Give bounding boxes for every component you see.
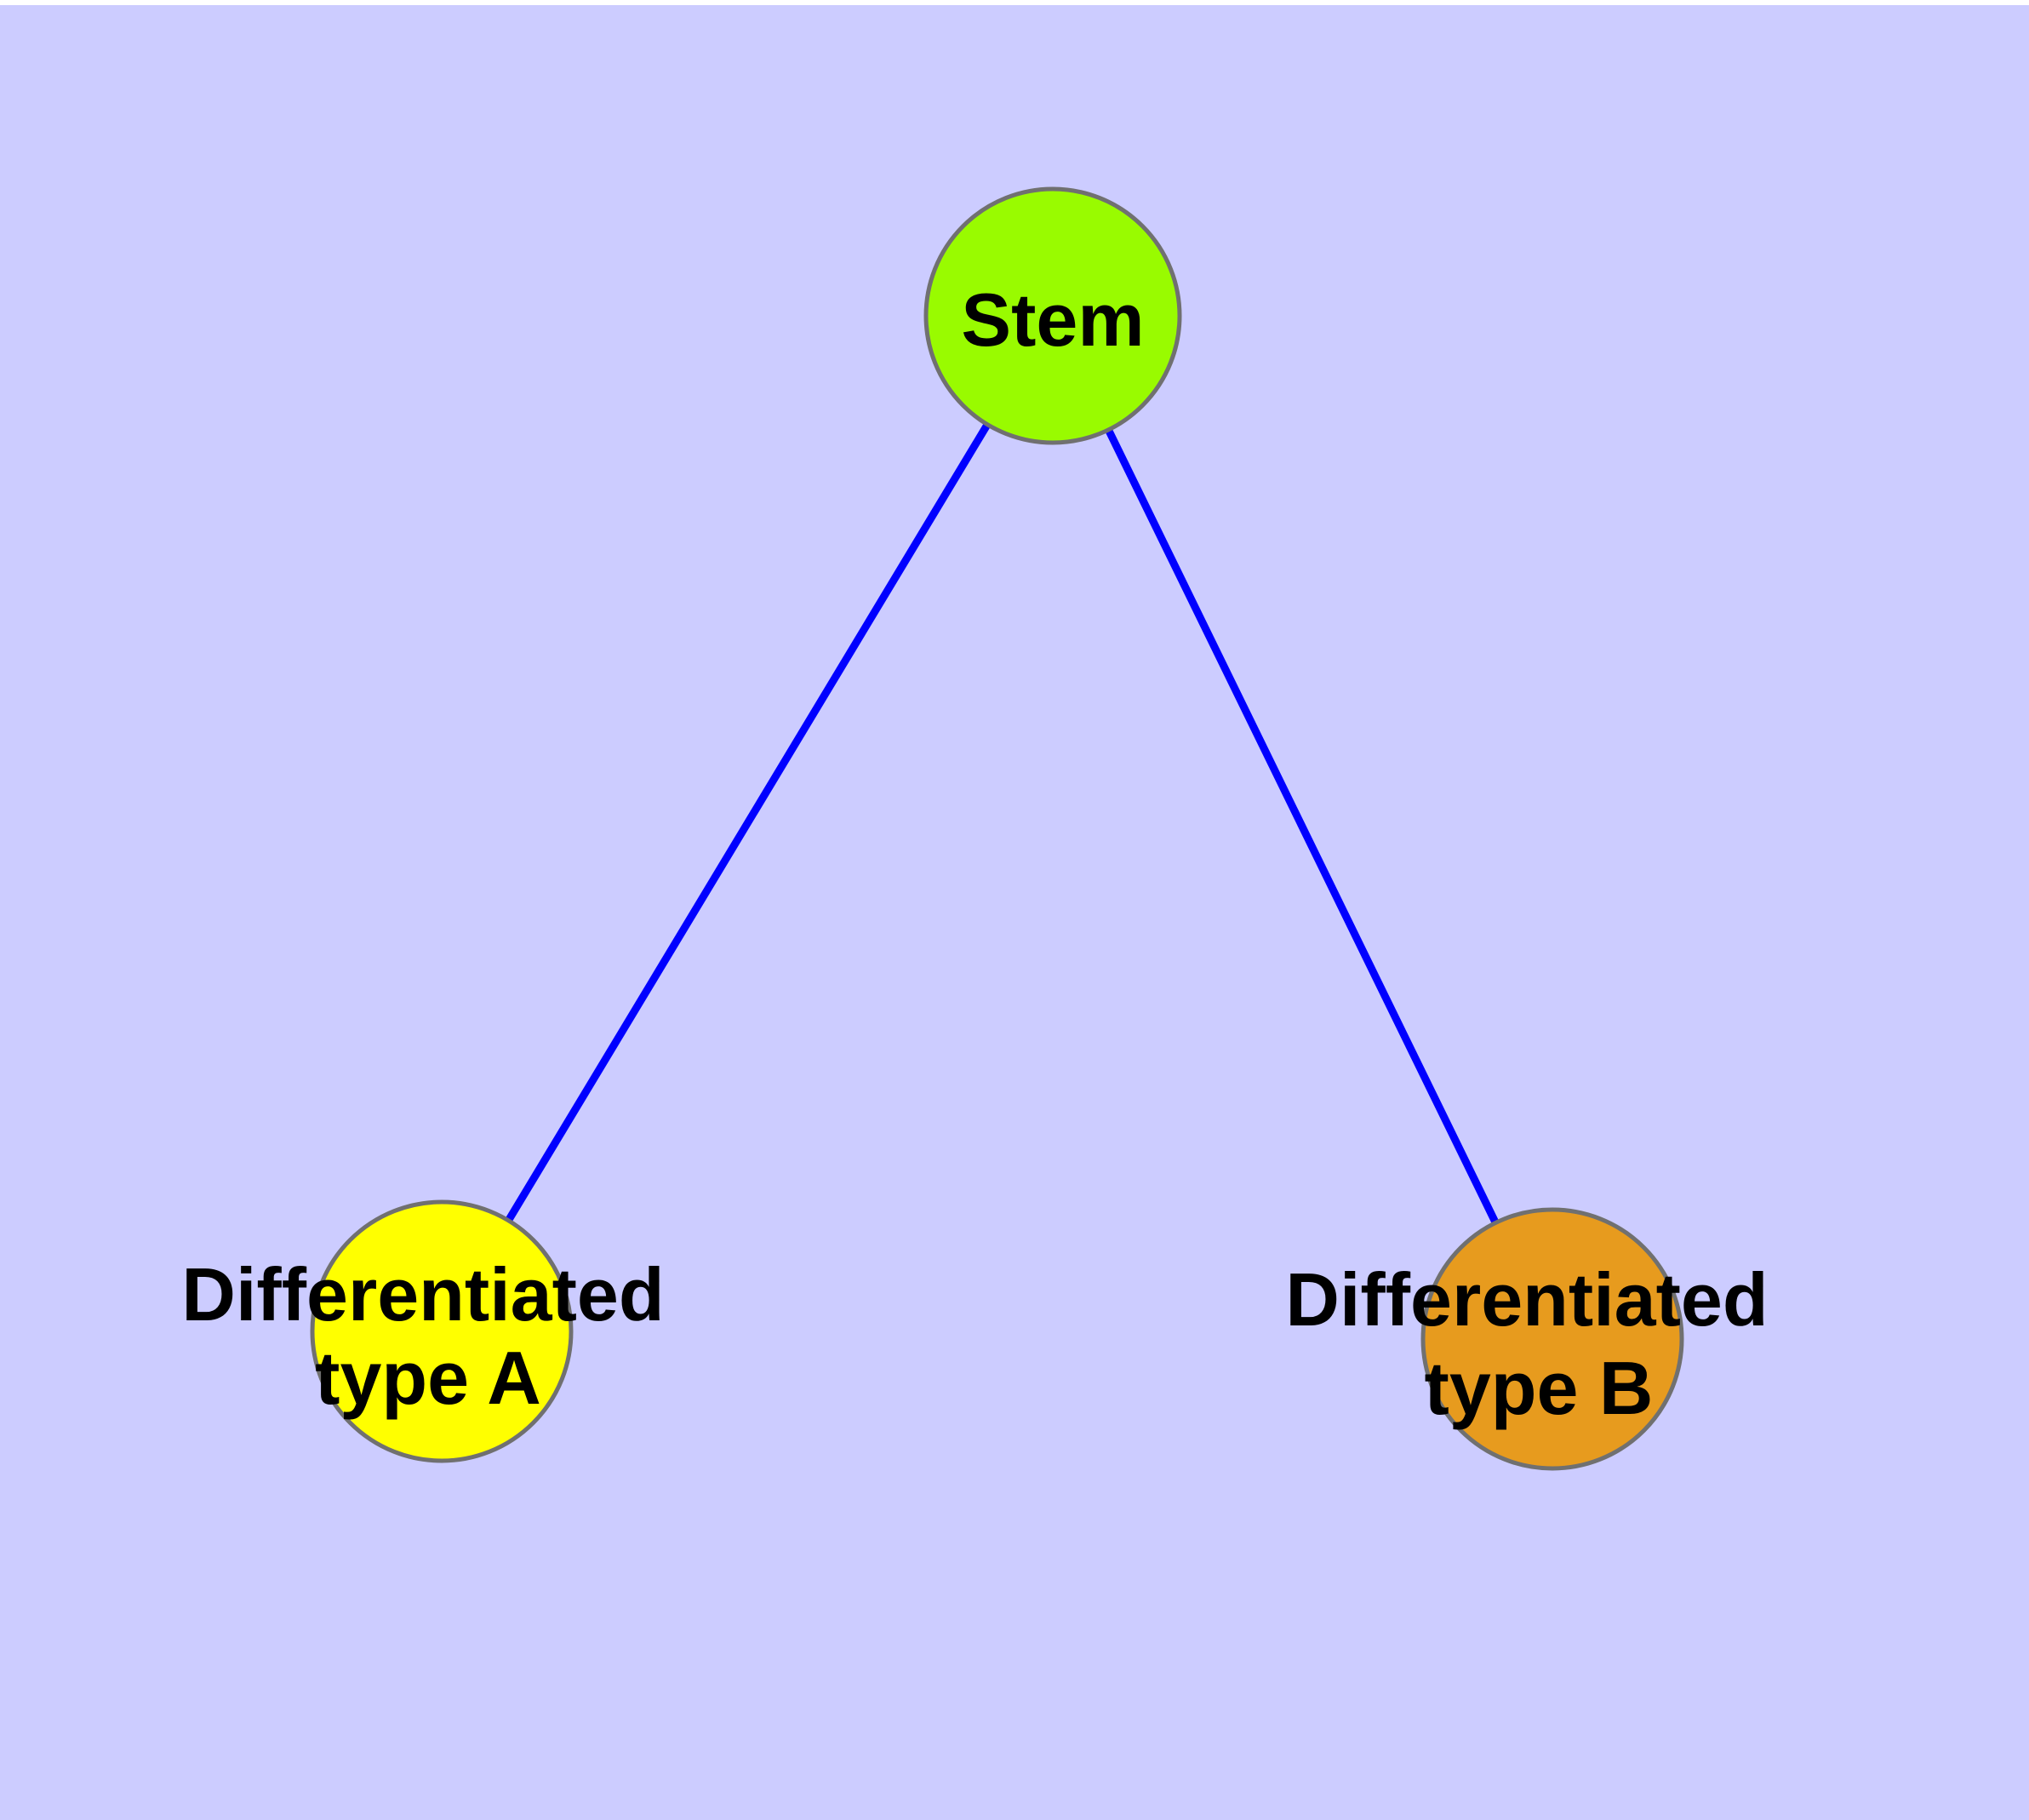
node-type-a-circle: [310, 1199, 574, 1463]
edge-stem-to-type-b: [1049, 314, 1557, 1341]
edges: [438, 313, 1557, 1341]
node-type-b-label-line1: Differentiated: [1285, 1257, 1768, 1342]
node-type-a-label-line2: type A: [315, 1336, 541, 1420]
node-stem-circle: [923, 186, 1182, 445]
node-type-b-circle: [1420, 1207, 1684, 1471]
nodes: [310, 186, 1684, 1471]
node-type-b-label-line2: type B: [1425, 1346, 1654, 1430]
node-stem-label: Stem: [961, 278, 1144, 362]
node-labels: Stem Differentiated type A Differentiate…: [181, 278, 1768, 1430]
edge-stem-to-type-a: [438, 313, 1056, 1334]
node-type-a-label-line1: Differentiated: [181, 1252, 664, 1336]
